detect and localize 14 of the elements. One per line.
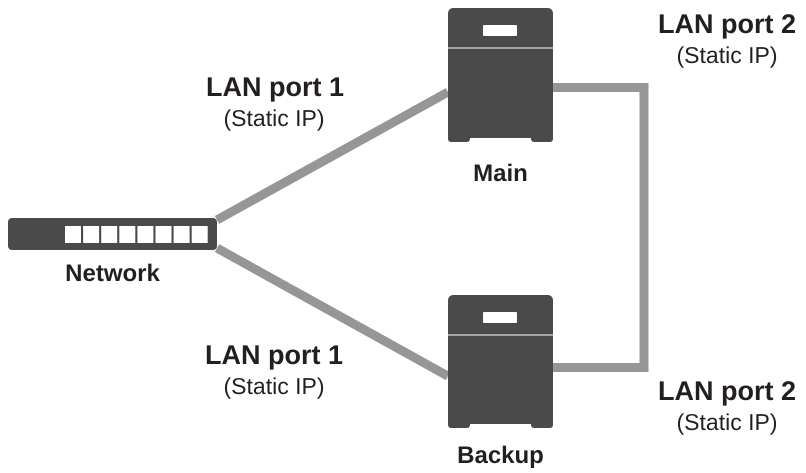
port-note: (Static IP) — [224, 104, 324, 132]
port-note: (Static IP) — [676, 408, 778, 436]
device-label: Network — [65, 260, 160, 288]
device-label: Backup — [457, 442, 544, 470]
port-label: LAN port 2 — [658, 8, 796, 40]
connector-line — [214, 88, 450, 224]
port-note: (Static IP) — [676, 41, 778, 69]
port-note: (Static IP) — [224, 372, 324, 400]
connector-line — [214, 244, 450, 380]
port-label: LAN port 1 — [205, 339, 343, 371]
port-label: LAN port 2 — [658, 375, 796, 407]
port-label: LAN port 1 — [206, 71, 344, 103]
device-label: Main — [473, 160, 528, 188]
connector-line — [553, 82, 648, 372]
